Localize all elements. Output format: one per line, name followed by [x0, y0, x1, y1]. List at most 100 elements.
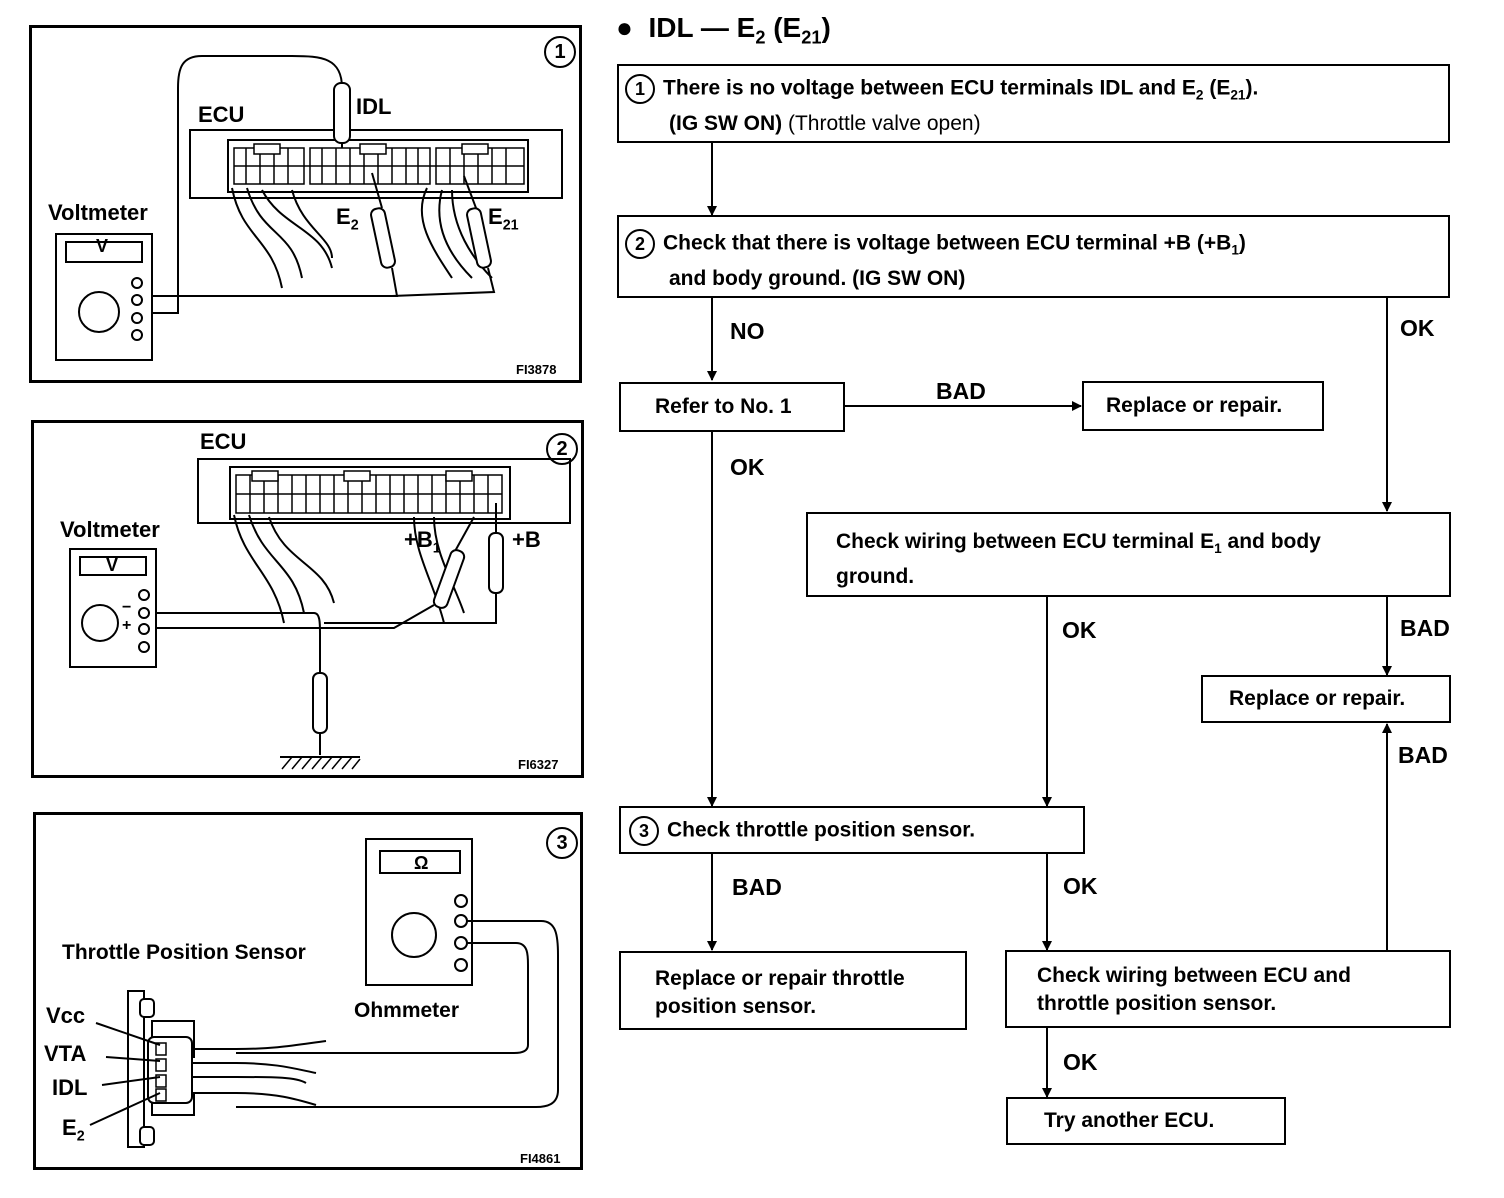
panel-2-code: FI6327	[518, 757, 559, 772]
check-wiring-text: Check wiring between ECU and throttle po…	[1037, 962, 1351, 1018]
step1-line1: There is no voltage between ECU terminal…	[663, 76, 1196, 100]
replace-box-2: Replace or repair.	[1201, 675, 1451, 723]
panel-1-e21-sub: 21	[502, 217, 519, 234]
step2-sub: 1	[1231, 242, 1239, 258]
check-e1-sub: 1	[1214, 541, 1222, 557]
panel-1-drawing	[55, 55, 563, 361]
panel-1-voltmeter-label: Voltmeter	[48, 200, 148, 225]
step1-number: 1	[625, 74, 655, 104]
check-e1-line1: Check wiring between ECU terminal E	[836, 530, 1215, 553]
panel-3-e2: E	[62, 1115, 77, 1140]
try-ecu-text: Try another ECU.	[1044, 1109, 1215, 1132]
panel-2-voltage-b: 2 ECU Voltmeter V +B1 +B − + FI6327	[31, 420, 584, 778]
step3-number: 3	[629, 816, 659, 846]
panel-2-b-label: +B	[512, 527, 541, 552]
panel-3-idl-label: IDL	[52, 1075, 88, 1100]
panel-1-e21-label: E21	[488, 204, 519, 233]
panel-3-e2-sub: 2	[76, 1128, 85, 1145]
panel-3-vta-label: VTA	[44, 1041, 87, 1066]
panel-3-throttle-sensor: 3 Ω Throttle Position Sensor Ohmmeter Vc…	[33, 812, 583, 1170]
step1-sub: 2	[1195, 87, 1204, 103]
panel-2-ecu-label: ECU	[200, 429, 247, 454]
panel-2-minus-label: −	[122, 599, 132, 616]
replace-tps-line1: Replace or repair throttle	[655, 967, 905, 990]
title-mid: (E	[765, 12, 802, 43]
panel-3-drawing	[89, 838, 559, 1148]
title-sub: 2	[755, 27, 766, 48]
refer-box: Refer to No. 1	[619, 382, 845, 432]
panel-2-voltmeter-label: Voltmeter	[60, 517, 160, 542]
panel-2-number: 2	[546, 433, 578, 465]
step1-ig-sw: (IG SW ON)	[669, 111, 783, 135]
panel-3-number: 3	[546, 827, 578, 859]
replace-box-1: Replace or repair.	[1082, 381, 1324, 431]
panel-1-code: FI3878	[516, 362, 557, 377]
step1-mid: (E	[1203, 76, 1231, 100]
label-bad-step3: BAD	[732, 874, 782, 900]
label-bad-refer: BAD	[936, 378, 986, 404]
panel-1-e21: E	[488, 204, 503, 229]
label-bad-up: BAD	[1398, 742, 1448, 768]
panel-2-b1-label: +B1	[404, 527, 441, 556]
panel-3-sensor-label: Throttle Position Sensor	[62, 941, 306, 964]
step1-sub2: 21	[1230, 87, 1246, 103]
check-e1-box: Check wiring between ECU terminal E1 and…	[806, 512, 1451, 597]
replace-tps-line2: position sensor.	[655, 995, 817, 1018]
check-wiring-line2: throttle position sensor.	[1037, 992, 1277, 1015]
step1-text: 1 There is no voltage between ECU termina…	[625, 74, 1445, 138]
label-bad-e1: BAD	[1400, 615, 1450, 641]
label-no: NO	[730, 318, 765, 344]
panel-2-meter-unit: V	[106, 555, 119, 575]
step3-text: 3 Check throttle position sensor.	[629, 816, 975, 846]
step2-end: )	[1238, 231, 1246, 255]
panel-1-idl-label: IDL	[356, 94, 392, 119]
panel-3-ohmmeter-label: Ohmmeter	[354, 999, 460, 1022]
panel-2-plus-label: +	[122, 617, 132, 634]
step3-box: 3 Check throttle position sensor.	[619, 806, 1085, 854]
title-sub2: 21	[801, 27, 822, 48]
panel-1-ecu-label: ECU	[198, 102, 245, 127]
check-wiring-line1: Check wiring between ECU and	[1037, 964, 1351, 987]
label-ok-e1: OK	[1062, 617, 1097, 643]
check-e1-end: and body	[1221, 530, 1321, 553]
step3-label: Check throttle position sensor.	[667, 818, 976, 842]
label-ok-right: OK	[1400, 315, 1435, 341]
try-ecu-box: Try another ECU.	[1006, 1097, 1286, 1145]
step2-line2: and body ground.	[669, 266, 853, 290]
bullet-icon: ●	[616, 12, 633, 43]
replace-tps-text: Replace or repair throttle position sens…	[655, 965, 905, 1021]
title-end: )	[821, 12, 831, 43]
label-ok-step3: OK	[1063, 873, 1098, 899]
panel-3-vcc-label: Vcc	[46, 1003, 86, 1028]
page-title: ● IDL — E2 (E21)	[616, 12, 831, 49]
panel-3-meter-unit: Ω	[414, 853, 429, 873]
panel-1-e2: E	[336, 204, 351, 229]
panel-1-number: 1	[544, 36, 576, 68]
step1-end: ).	[1245, 76, 1259, 100]
step2-line1: Check that there is voltage between ECU …	[663, 231, 1232, 255]
panel-2-b1: +B	[404, 527, 433, 552]
check-wiring-box: Check wiring between ECU and throttle po…	[1005, 950, 1451, 1028]
step2-ig-sw: (IG SW ON)	[852, 266, 966, 290]
panel-3-code: FI4861	[520, 1151, 561, 1166]
replace-text-1: Replace or repair.	[1106, 394, 1283, 417]
label-ok-wiring: OK	[1063, 1049, 1098, 1075]
step1-box: 1 There is no voltage between ECU termina…	[617, 64, 1450, 143]
panel-1-meter-unit: V	[96, 236, 109, 256]
step2-box: 2 Check that there is voltage between ECU…	[617, 215, 1450, 298]
replace-tps-box: Replace or repair throttle position sens…	[619, 951, 967, 1030]
step1-throttle-note: (Throttle valve open)	[782, 111, 981, 135]
label-ok-refer: OK	[730, 454, 765, 480]
title-text: IDL — E	[648, 12, 756, 43]
panel-1-voltage-idl: 1 ECU IDL Voltmeter V E2 E21 FI3878	[29, 25, 582, 383]
panel-3-e2-label: E2	[62, 1115, 85, 1144]
panel-1-e2-sub: 2	[350, 217, 359, 234]
panel-2-b1-sub: 1	[432, 540, 441, 557]
panel-2-drawing	[69, 458, 571, 770]
refer-text: Refer to No. 1	[655, 395, 792, 418]
replace-text-2: Replace or repair.	[1229, 687, 1406, 710]
check-e1-line2: ground.	[836, 565, 915, 589]
step2-number: 2	[625, 229, 655, 259]
check-e1-text: Check wiring between ECU terminal E1 and…	[836, 528, 1436, 591]
